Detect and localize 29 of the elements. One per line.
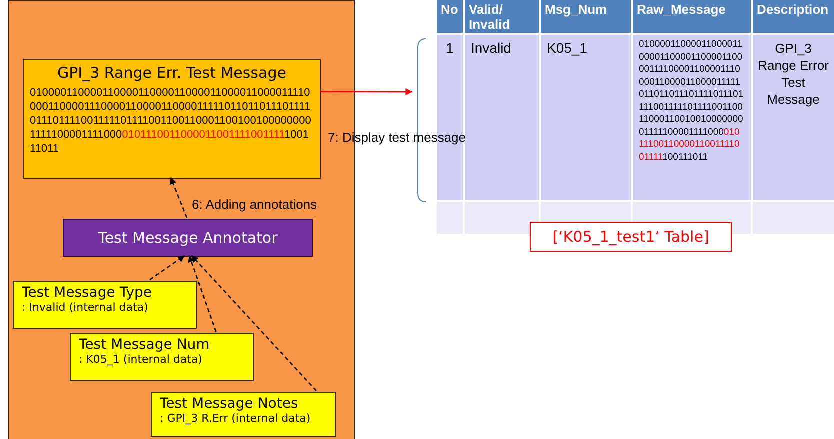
- edge-label: 6: Adding annotations: [192, 197, 318, 212]
- table-header: Msg_Num: [541, 0, 631, 33]
- note-detail: : K05_1 (internal data): [79, 353, 204, 366]
- table-text: Invalid: [465, 35, 539, 200]
- binary-message: 0100001100001100001100001100001100001100001111000011000011100001100001100001111101101101110111101110111100111110111100110011000110010010000000011111000011110000101110011000011001111001111100111011: [30, 86, 312, 156]
- message-title: GPI_3 Range Err. Test Message: [56, 64, 288, 82]
- raw-message-text: 0100001100001100001100001100001100001100001111000011000011100001100001100001111101101101110111101110111100111110111100110011000110010010000000011111000011110000101110011000011001111001111100111011: [633, 35, 751, 200]
- table-header: Raw_Message: [633, 0, 751, 33]
- arrow: [192, 255, 317, 392]
- table-header: Valid/ Invalid: [465, 0, 539, 33]
- data-note-box: [13, 281, 197, 329]
- annotator-box: Test Message Annotator: [63, 219, 313, 257]
- arrow: [170, 177, 188, 218]
- arrow: [150, 255, 186, 281]
- table-caption: [‘K05_1_test1’ Table]: [530, 222, 732, 252]
- table-header: No: [437, 0, 463, 33]
- table-header: Description: [753, 0, 834, 33]
- note-detail: : GPI_3 R.Err (internal data): [160, 412, 312, 425]
- arrow: [320, 88, 413, 96]
- data-note-box: [70, 333, 254, 381]
- data-note-box: [151, 392, 336, 437]
- note-heading: Test Message Type: [22, 285, 153, 301]
- note-heading: Test Message Num: [79, 337, 211, 353]
- note-heading: Test Message Notes: [160, 396, 300, 412]
- arrow: [188, 255, 217, 332]
- table-text: K05_1: [541, 35, 631, 200]
- table-text: GPI_3 Range Error Test Message: [753, 35, 834, 200]
- message-box: [23, 59, 321, 179]
- note-detail: : Invalid (internal data): [22, 301, 150, 314]
